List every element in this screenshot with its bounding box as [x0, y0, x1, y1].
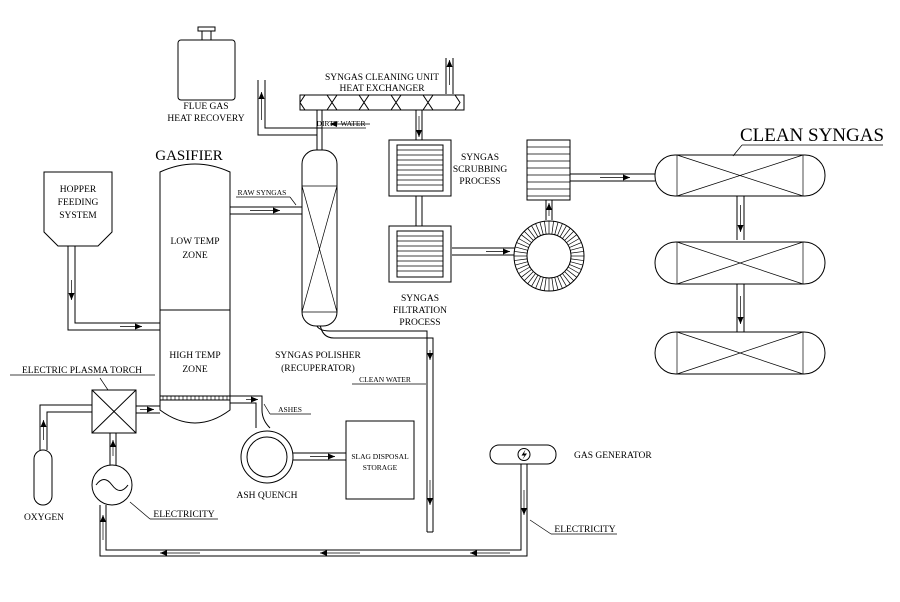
- clean-water-label: CLEAN WATER: [359, 375, 411, 384]
- pipe-tank-2-3: [736, 284, 745, 332]
- pipe-flue-gas: [257, 80, 323, 150]
- flue-gas-label-2: HEAT RECOVERY: [167, 114, 244, 124]
- annotation-lines: [10, 127, 883, 535]
- plasma-torch-label: ELECTRIC PLASMA TORCH: [22, 366, 142, 376]
- raw-syngas-label: RAW SYNGAS: [238, 188, 287, 197]
- gas-generator: [489, 444, 557, 465]
- polisher-label-2: (RECUPERATOR): [281, 363, 355, 374]
- high-temp-label-1: HIGH TEMP: [169, 351, 220, 361]
- cleaning-unit-label-1: SYNGAS CLEANING UNIT: [325, 73, 439, 83]
- ring-filter: [513, 220, 585, 292]
- scrubbing-label-1: SYNGAS: [461, 153, 499, 163]
- pipe-exhaust: [445, 58, 454, 94]
- clean-syngas-tank-1: [654, 154, 826, 197]
- flow-arrows: [40, 60, 744, 556]
- pipe-raw-syngas: [230, 206, 302, 215]
- flue-gas-label-1: FLUE GAS: [183, 102, 228, 112]
- pipes: [39, 58, 745, 557]
- filtration-label-1: SYNGAS: [401, 294, 439, 304]
- secondary-filter-box: [526, 139, 571, 201]
- gasifier-vessel: [159, 163, 231, 424]
- filtration-label-3: PROCESS: [399, 318, 440, 328]
- syngas-polisher: [301, 149, 338, 327]
- pipe-filt-ring: [452, 247, 517, 256]
- slag-label-1: SLAG DISPOSAL: [351, 452, 409, 461]
- heat-exchanger: [299, 94, 465, 111]
- ashes-label: ASHES: [278, 405, 302, 414]
- oxygen-cylinder: [33, 449, 53, 506]
- pipe-ashes: [230, 395, 271, 429]
- pipe-tank-1-2: [736, 196, 745, 240]
- ash-quench-label: ASH QUENCH: [237, 491, 298, 501]
- flue-gas-heat-recovery: [177, 26, 236, 101]
- scrubbing-label-2: SCRUBBING: [453, 165, 508, 175]
- scrubber-unit: [388, 139, 452, 197]
- electricity-converter: [91, 464, 133, 506]
- electricity-label-1: ELECTRICITY: [153, 510, 214, 520]
- polisher-label-1: SYNGAS POLISHER: [275, 351, 361, 361]
- lightning-bolt-icon: [517, 448, 531, 461]
- pipe-electricity: [99, 433, 528, 557]
- low-temp-label-1: LOW TEMP: [171, 237, 220, 247]
- pipe-hopper-gasifier: [67, 246, 160, 331]
- oxygen-label: OXYGEN: [24, 513, 64, 523]
- pipe-quench-slag: [292, 452, 346, 461]
- ash-quench: [240, 430, 294, 484]
- scrubbing-label-3: PROCESS: [459, 177, 500, 187]
- hopper-label-3: SYSTEM: [59, 211, 97, 221]
- gas-generator-label: GAS GENERATOR: [574, 451, 652, 461]
- clean-syngas-tank-3: [654, 331, 826, 375]
- clean-syngas-tank-2: [654, 241, 826, 285]
- pipe-torch-gasifier: [136, 405, 160, 414]
- gasifier-label: GASIFIER: [155, 148, 223, 164]
- hopper-feeding-system: [43, 171, 113, 247]
- hopper-label-1: HOPPER: [60, 185, 97, 195]
- labels: FLUE GAS HEAT RECOVERY SYNGAS CLEANING U…: [22, 73, 884, 535]
- pipe-box-tank: [570, 173, 655, 182]
- pipe-scrub-filt: [415, 196, 423, 226]
- filtration-label-2: FILTRATION: [393, 306, 447, 316]
- electricity-label-2: ELECTRICITY: [554, 525, 615, 535]
- plasma-torch: [91, 389, 137, 434]
- slag-label-2: STORAGE: [363, 463, 398, 472]
- clean-syngas-label: CLEAN SYNGAS: [740, 125, 884, 146]
- low-temp-label-2: ZONE: [182, 251, 208, 261]
- high-temp-label-2: ZONE: [182, 365, 208, 375]
- cleaning-unit-label-2: HEAT EXCHANGER: [339, 84, 425, 94]
- filtration-unit: [388, 225, 452, 283]
- pipe-oxygen: [39, 404, 92, 450]
- slag-disposal-storage: [345, 420, 415, 500]
- hopper-label-2: FEEDING: [58, 198, 99, 208]
- dirty-water-label: DIRTY WATER: [317, 119, 366, 128]
